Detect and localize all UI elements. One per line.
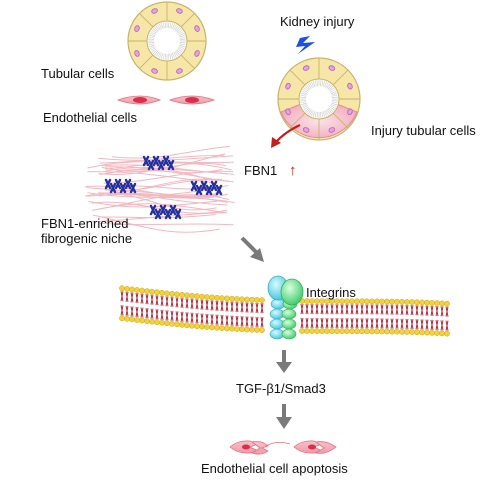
apoptotic-endothelial-cells-illustration: [229, 440, 337, 455]
injury-tubular-cells-cross-section: [277, 57, 361, 141]
gray-arrow-down-icon: [276, 350, 292, 373]
injury-tubular-cells-label: Injury tubular cells: [371, 123, 476, 138]
endothelial-cells-illustration: [116, 95, 216, 105]
niche-label-line2: fibrogenic niche: [41, 231, 132, 246]
fbn1-label: FBN1: [244, 163, 277, 178]
cell-membrane-bilayer: [119, 285, 450, 337]
endothelial-cells-label: Endothelial cells: [43, 110, 137, 125]
apoptosis-label: Endothelial cell apoptosis: [201, 461, 348, 476]
kidney-injury-label: Kidney injury: [280, 14, 355, 29]
tubular-cells-label: Tubular cells: [41, 66, 115, 81]
gray-arrow-diagonal-icon: [240, 236, 264, 262]
pathway-label: TGF-β1/Smad3: [236, 381, 326, 396]
secretion-arrow-icon: [271, 124, 301, 148]
integrin-receptor-icon: [267, 275, 304, 340]
fbn1-up-arrow-icon: ↑: [289, 162, 297, 179]
integrins-label: Integrins: [306, 285, 356, 300]
niche-label-line1: FBN1-enriched: [41, 216, 128, 231]
fibrogenic-niche-illustration: [85, 145, 235, 233]
lightning-icon: [296, 36, 315, 54]
gray-arrow-down-icon-2: [276, 404, 292, 429]
tubular-cells-cross-section: [127, 1, 207, 81]
